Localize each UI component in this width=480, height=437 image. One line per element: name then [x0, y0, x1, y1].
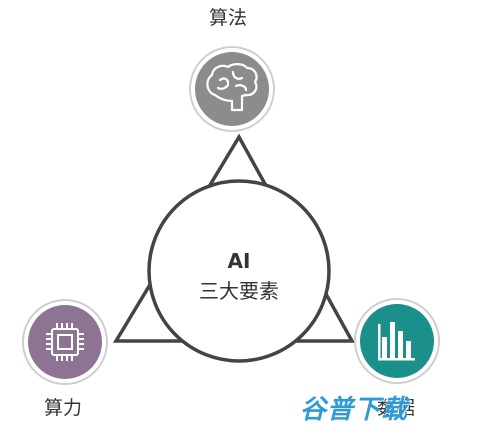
center-subtitle: 三大要素	[199, 279, 279, 303]
data-node	[354, 298, 440, 384]
algorithm-node	[189, 46, 275, 132]
compute-node-fill	[28, 305, 102, 379]
algorithm-node-fill	[195, 52, 269, 126]
chip-icon	[46, 323, 84, 361]
watermark-text: 谷普下载	[300, 395, 409, 425]
center-circle	[147, 179, 331, 363]
data-label: 数据	[377, 397, 416, 419]
compute-label: 算力	[44, 397, 83, 419]
bar-chart-icon	[378, 322, 415, 361]
data-node-fill	[360, 304, 434, 378]
brain-icon	[206, 63, 258, 112]
algorithm-label: 算法	[209, 7, 248, 29]
compute-node	[22, 299, 108, 385]
center-title: AI	[227, 249, 251, 273]
